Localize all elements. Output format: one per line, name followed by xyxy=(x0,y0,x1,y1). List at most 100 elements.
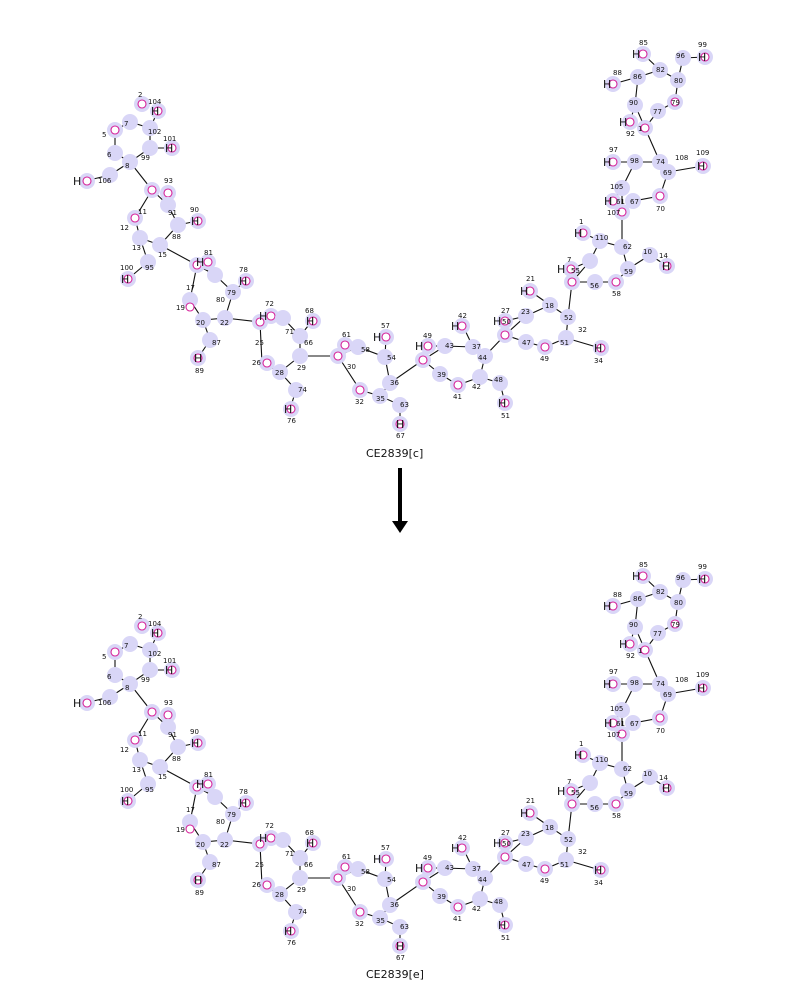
reaction-arrow xyxy=(392,468,408,533)
atom-number: 78 xyxy=(239,788,248,796)
atom-number: 43 xyxy=(445,864,454,872)
atom-number: 22 xyxy=(220,841,229,849)
h-label: H xyxy=(284,925,292,938)
atom-number: 28 xyxy=(275,369,284,377)
h-label: H xyxy=(396,940,404,953)
atom-number: 49 xyxy=(423,854,432,862)
atom-number: 52 xyxy=(564,836,573,844)
atom-number: 41 xyxy=(453,915,462,923)
atom-number: 66 xyxy=(304,861,313,869)
atom-number: 80 xyxy=(674,77,683,85)
atom-number: 90 xyxy=(190,728,199,736)
h-label: H xyxy=(165,142,173,155)
atom-number: 54 xyxy=(387,876,396,884)
atom-number: 102 xyxy=(148,128,161,136)
h-label: H xyxy=(603,678,611,691)
atom-number: 12 xyxy=(120,746,129,754)
atom-number: 14 xyxy=(659,252,668,260)
atom-number: 109 xyxy=(696,149,709,157)
atom-number: 6 xyxy=(107,673,112,681)
atom-number: 92 xyxy=(626,130,635,138)
atom-number: 17 xyxy=(186,284,195,292)
atom-number: 89 xyxy=(195,889,204,897)
atom-number: 63 xyxy=(400,923,409,931)
h-label: H xyxy=(698,51,706,64)
atom-number: 85 xyxy=(639,561,648,569)
atom-number: 29 xyxy=(297,886,306,894)
atom-number: 61 xyxy=(616,198,625,206)
atom-number: 97 xyxy=(609,146,618,154)
h-label: H xyxy=(498,397,506,410)
h-label: H xyxy=(619,638,627,651)
atom-number: 69 xyxy=(663,169,672,177)
h-label: H xyxy=(73,175,81,188)
atom-number: 32 xyxy=(578,848,587,856)
atom-number: 67 xyxy=(396,432,405,440)
atom-number: 95 xyxy=(145,264,154,272)
atom-number: 20 xyxy=(196,841,205,849)
atom-number: 18 xyxy=(545,824,554,832)
atom-number: 77 xyxy=(653,108,662,116)
atom-number: 48 xyxy=(494,376,503,384)
atom-number: 20 xyxy=(196,319,205,327)
atom-number: 23 xyxy=(521,830,530,838)
h-label: H xyxy=(196,778,204,791)
atom-number: 97 xyxy=(609,668,618,676)
atom-number: 36 xyxy=(390,379,399,387)
atom-number: 51 xyxy=(501,934,510,942)
atom-number: 104 xyxy=(148,98,162,106)
atom-number: 44 xyxy=(478,354,487,362)
atom-number: 70 xyxy=(656,205,665,213)
h-label: H xyxy=(165,664,173,677)
atom-number: 42 xyxy=(472,905,481,913)
atom-number: 99 xyxy=(141,154,150,162)
atom-number: 110 xyxy=(595,234,608,242)
atom-number: 7 xyxy=(567,256,571,264)
atom-number: 50 xyxy=(502,318,511,326)
atom-number: 59 xyxy=(624,268,633,276)
h-label: H xyxy=(415,862,423,875)
atom-number: 12 xyxy=(120,224,129,232)
h-label: H xyxy=(557,785,565,798)
atom-number: 66 xyxy=(304,339,313,347)
atom-number: 79 xyxy=(671,99,680,107)
atom-number: 98 xyxy=(630,157,639,165)
hydroxyl-labels-bottom: H H H H H H H H H H H H H H H H H H H H … xyxy=(73,570,706,953)
molecule-bottom: H H H H H H H H H H H H H H H H H H H H … xyxy=(73,561,714,962)
atom-number: 80 xyxy=(674,599,683,607)
h-label: H xyxy=(415,340,423,353)
h-label: H xyxy=(698,573,706,586)
atom-number: 23 xyxy=(521,308,530,316)
h-label: H xyxy=(259,310,267,323)
atom-number: 91 xyxy=(168,731,177,739)
atom-number: 26 xyxy=(252,359,261,367)
h-label: H xyxy=(259,832,267,845)
atom-number: 42 xyxy=(472,383,481,391)
atom-number: 86 xyxy=(633,595,642,603)
atom-number: 93 xyxy=(164,699,173,707)
atom-number: 56 xyxy=(590,282,599,290)
atom-number: 58 xyxy=(361,346,370,354)
atom-number: 19 xyxy=(176,826,185,834)
atom-number: 90 xyxy=(629,621,638,629)
atom-number: 99 xyxy=(698,563,707,571)
h-label: H xyxy=(632,570,640,583)
atom-number: 76 xyxy=(287,939,296,947)
atom-number: 85 xyxy=(639,39,648,47)
atom-number: 44 xyxy=(478,876,487,884)
atom-number: 88 xyxy=(613,591,622,599)
atom-number: 28 xyxy=(275,891,284,899)
h-label: H xyxy=(196,256,204,269)
h-label: H xyxy=(451,320,459,333)
atom-number: 30 xyxy=(347,363,356,371)
atom-number: 55 xyxy=(571,267,580,275)
atom-number: 59 xyxy=(624,790,633,798)
atom-number: 102 xyxy=(148,650,161,658)
atom-number: 93 xyxy=(164,177,173,185)
h-label: H xyxy=(373,853,381,866)
atom-number: 76 xyxy=(287,417,296,425)
atom-number: 106 xyxy=(98,177,112,185)
h-label: H xyxy=(498,919,506,932)
h-label: H xyxy=(697,682,705,695)
atom-number: 35 xyxy=(376,395,385,403)
